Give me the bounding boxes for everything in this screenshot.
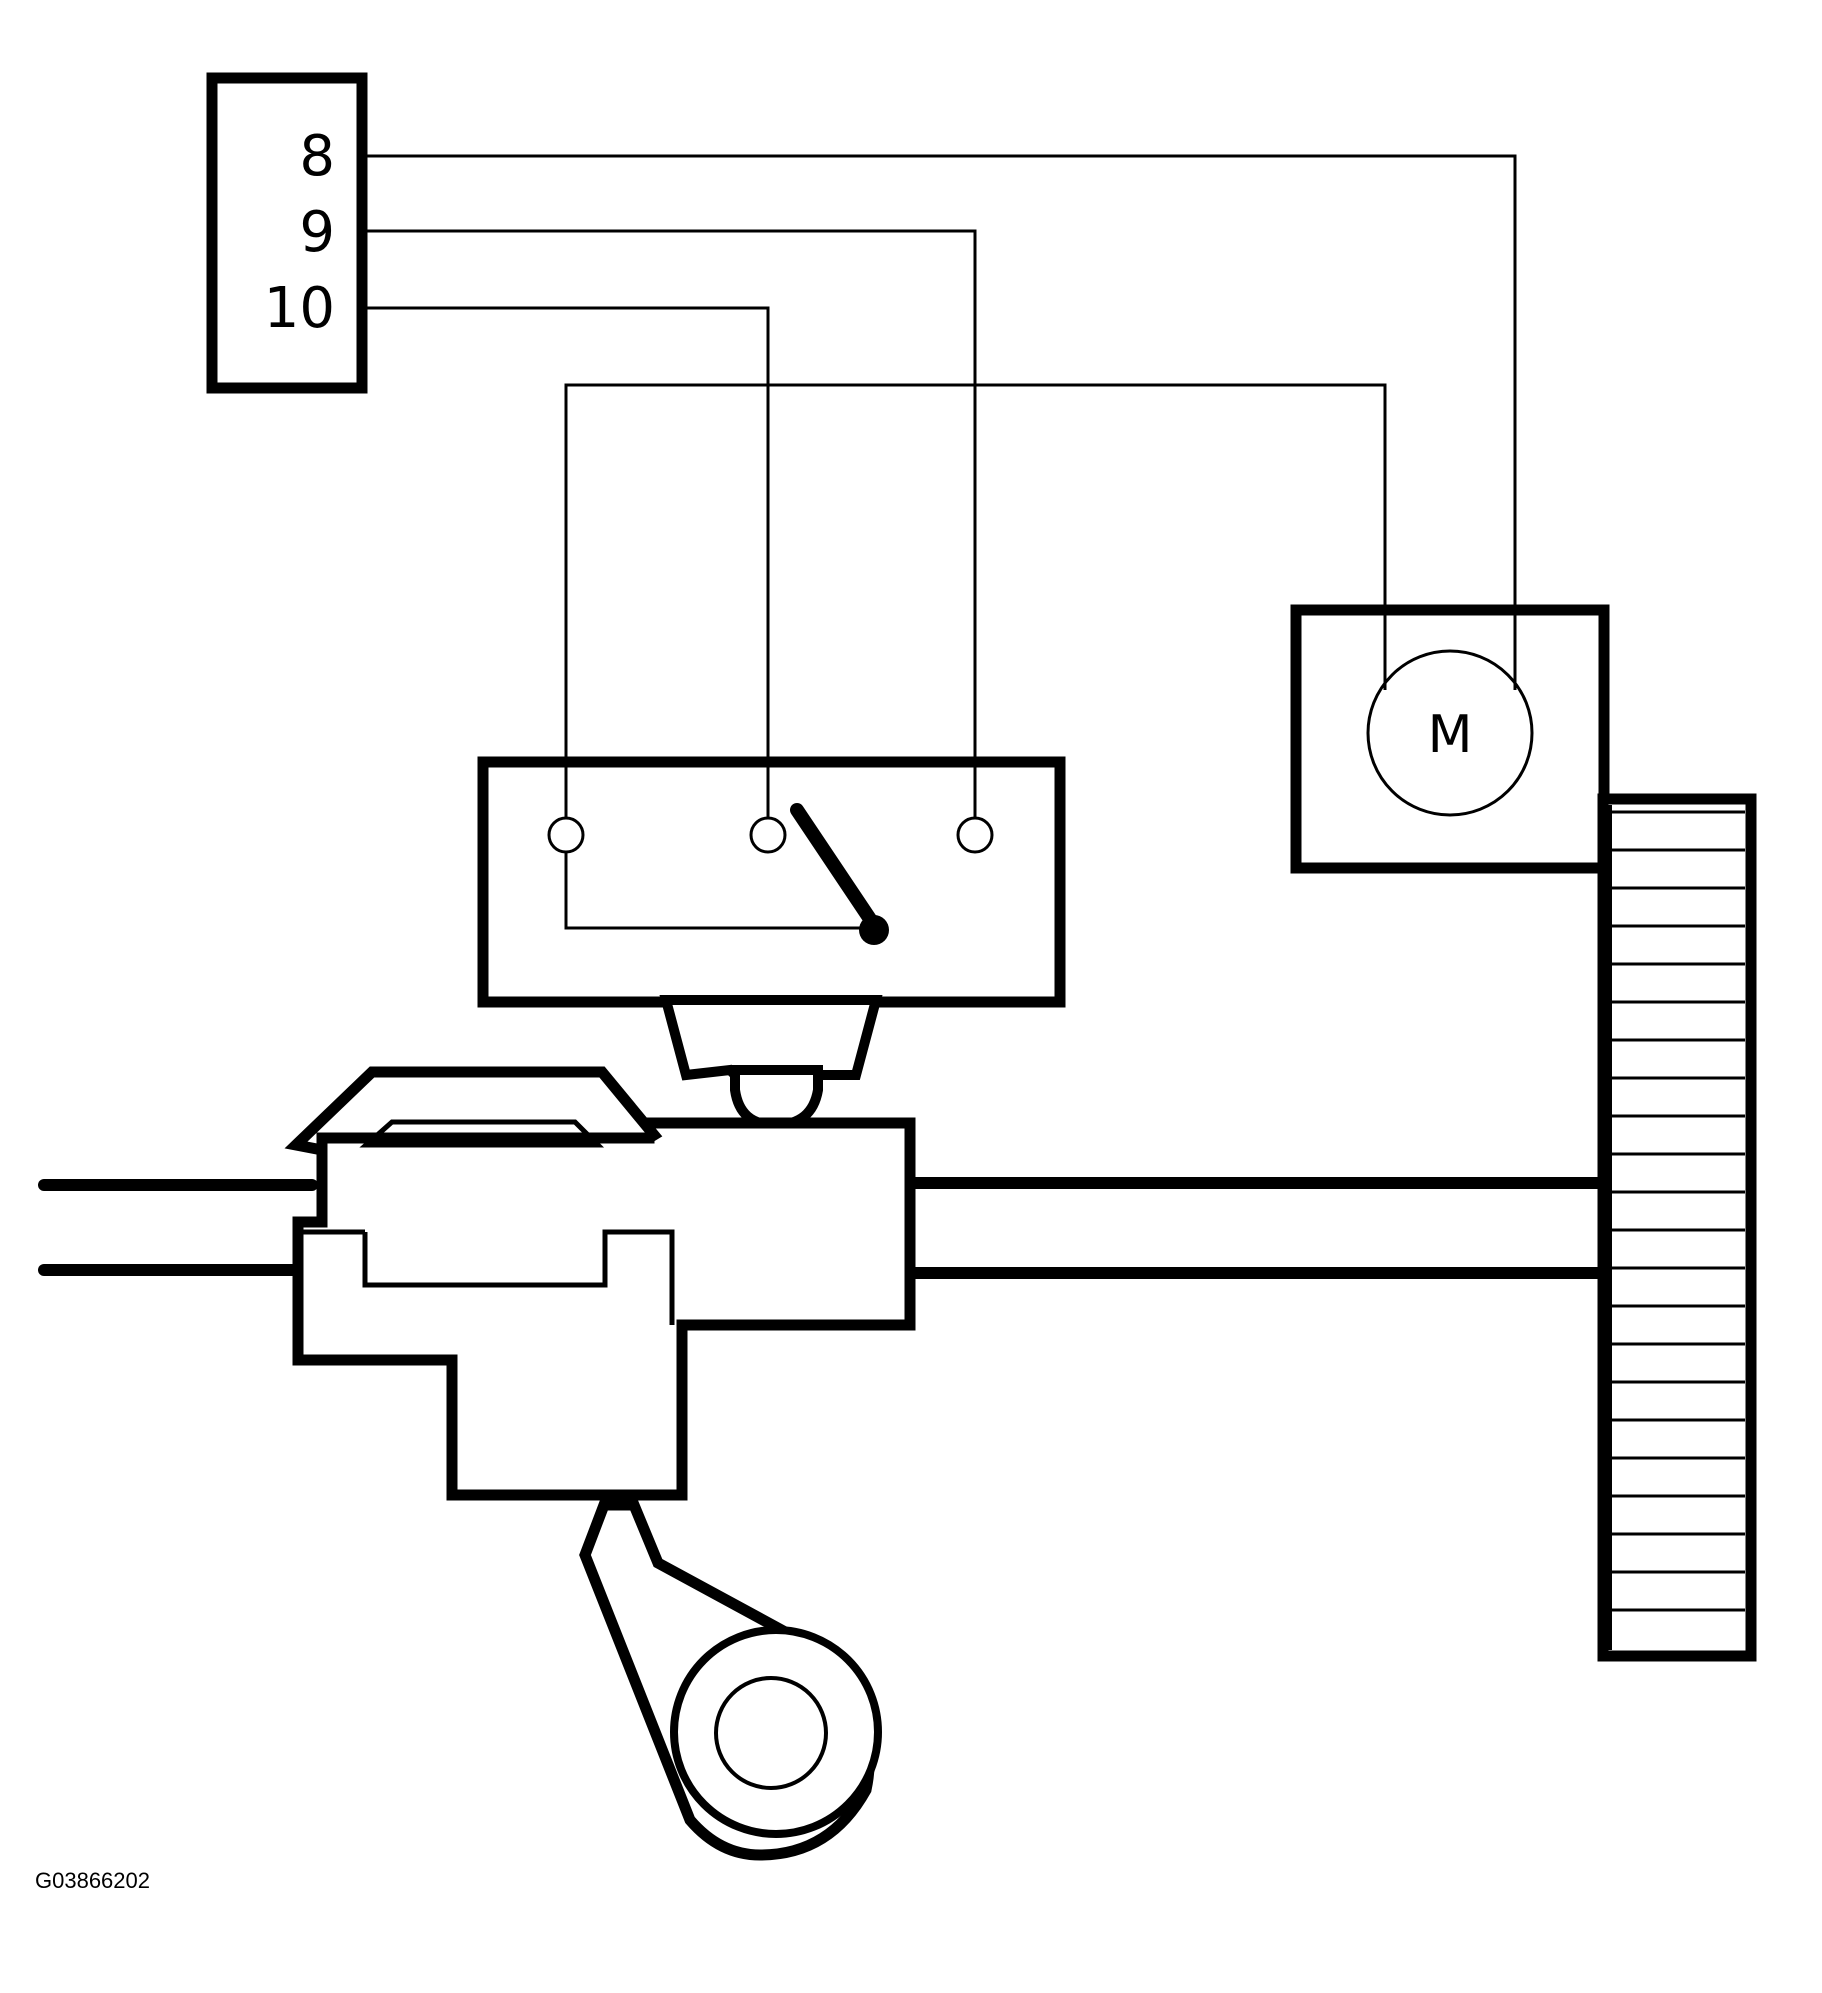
wire-pin-8 [362,154,1517,610]
pin-label-9: 9 [299,200,335,265]
motor-symbol [1366,649,1534,817]
switch-pivot [859,915,889,945]
wire-pin-9 [362,229,977,818]
gear-rack-outline [1597,793,1757,1662]
latch-inner-top [359,1119,605,1148]
connector-body [206,72,368,394]
switch-contact-arm [790,803,881,932]
switch-terminal-left [547,816,585,854]
motor: M [1290,604,1610,874]
gear-rack [1597,793,1757,1662]
connector: 8 9 10 [206,72,368,394]
lock-mechanism [284,1066,916,1501]
latch-cover [284,1066,663,1157]
actuating-lever [579,1499,882,1861]
wire-motor-switch [564,383,1387,818]
wire-pin-10 [362,306,770,818]
wire-switch-internal [564,852,870,930]
switch-terminal-center [749,816,787,854]
wires [362,154,1517,930]
position-switch [477,756,1066,1008]
lock-body-main [292,1117,916,1501]
switch-plunger [659,995,883,1131]
figure-code: G03866202 [35,1868,150,1893]
pin-label-10: 10 [264,276,335,341]
motor-label: M [1428,705,1473,765]
gear-teeth [1610,810,1745,1612]
latch-inner-bottom [362,1229,675,1325]
shafts [38,1177,1605,1279]
switch-terminal-right [956,816,994,854]
pin-label-8: 8 [299,124,335,189]
plunger-housing [659,995,883,1081]
plunger-tip [730,1065,823,1131]
lever-pivot-hole [714,1676,828,1790]
switch-body [477,756,1066,1008]
